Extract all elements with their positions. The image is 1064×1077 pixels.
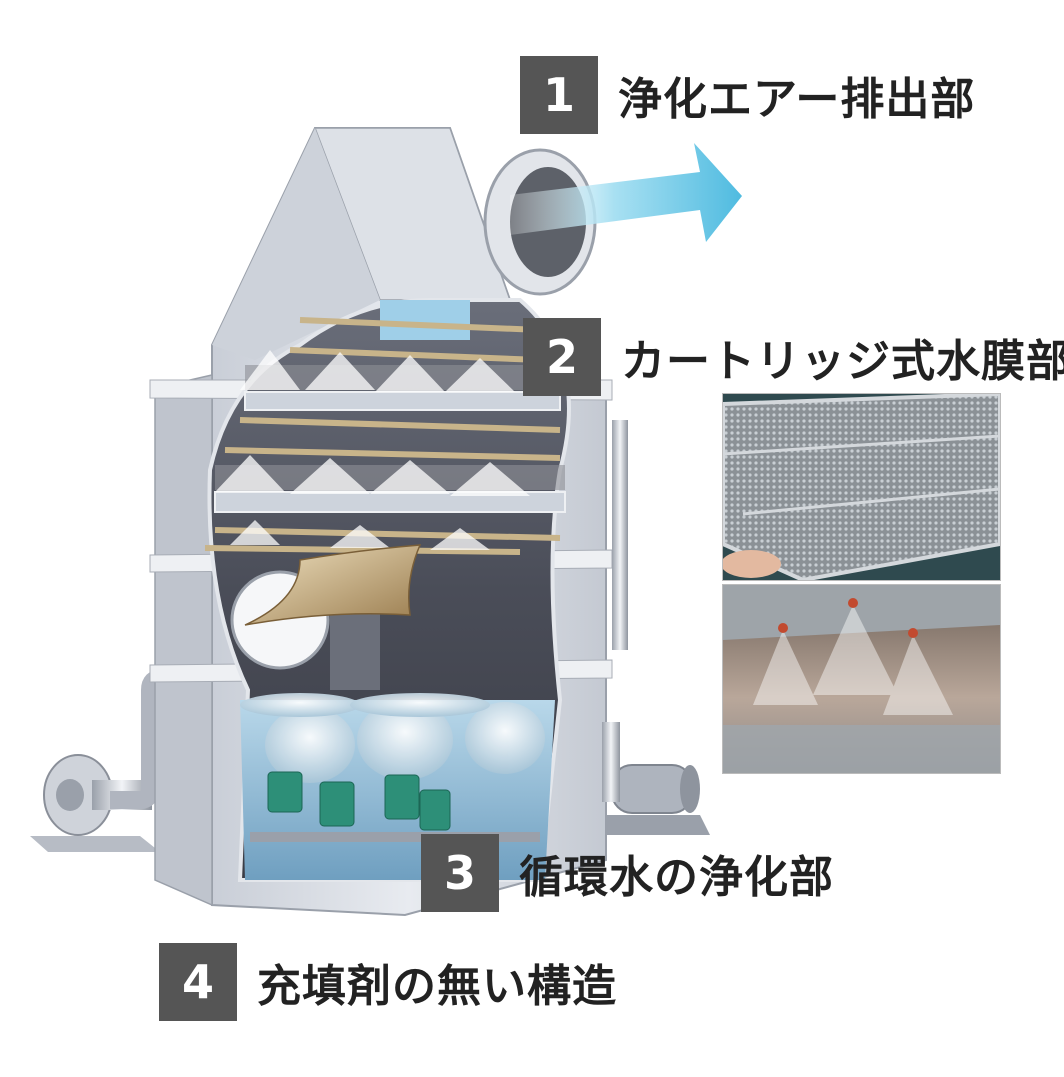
exhaust-arrow-icon — [483, 143, 742, 296]
callout-number-badge: 3 — [421, 834, 499, 912]
callout-no-packing-structure: 4 充填剤の無い構造 — [159, 943, 617, 1021]
callout-label: カートリッジ式水膜部 — [621, 336, 1064, 387]
callout-number-badge: 1 — [520, 56, 598, 134]
callout-exhaust: 1 浄化エアー排出部 — [520, 56, 975, 134]
pump-icon — [600, 764, 710, 835]
scrubber-tower-illustration — [149, 127, 628, 917]
callout-number-badge: 2 — [523, 318, 601, 396]
water-spray-photo — [723, 585, 1000, 773]
callout-number-badge: 4 — [159, 943, 237, 1021]
callout-water-purification: 3 循環水の浄化部 — [421, 834, 834, 912]
cartridge-filter-photo — [723, 394, 1000, 580]
callout-cartridge-water-film: 2 カートリッジ式水膜部 — [523, 318, 1064, 396]
callout-label: 循環水の浄化部 — [519, 852, 834, 903]
callout-label: 浄化エアー排出部 — [618, 74, 976, 125]
spray-nozzle-icon — [215, 350, 530, 550]
callout-label: 充填剤の無い構造 — [257, 961, 617, 1012]
